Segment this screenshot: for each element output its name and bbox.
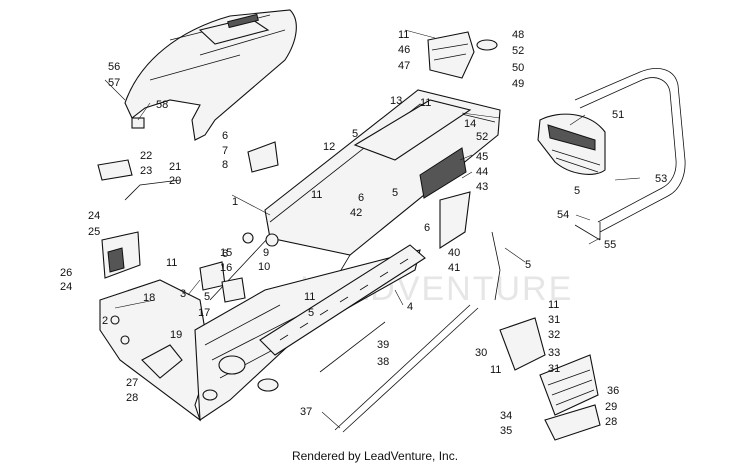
callout-6c: 6 (424, 222, 430, 234)
callout-5e: 5 (525, 259, 531, 271)
callout-labels: 1 2 3 4 5 6 7 8 9 10 11 12 13 14 15 16 1… (60, 29, 667, 437)
callout-31b: 31 (548, 363, 560, 375)
callout-31a: 31 (548, 314, 560, 326)
callout-43: 43 (476, 181, 488, 193)
callout-5a: 5 (204, 291, 210, 303)
callout-11g: 11 (490, 364, 501, 376)
callout-40: 40 (448, 247, 460, 259)
callout-16: 16 (220, 262, 232, 274)
callout-1: 1 (232, 196, 238, 208)
callout-36: 36 (607, 385, 619, 397)
callout-51: 51 (612, 109, 624, 121)
callout-27: 27 (126, 377, 138, 389)
callout-11e: 11 (398, 29, 409, 41)
callout-48: 48 (512, 29, 524, 41)
callout-4: 4 (407, 301, 413, 313)
callout-5b: 5 (352, 128, 358, 140)
callout-39: 39 (377, 339, 389, 351)
callout-47: 47 (398, 60, 410, 72)
snow-flap (427, 31, 498, 79)
callout-53: 53 (655, 173, 667, 185)
callout-30: 30 (475, 347, 487, 359)
callout-23: 23 (140, 165, 152, 177)
callout-18: 18 (143, 292, 155, 304)
callout-5c: 5 (392, 187, 398, 199)
callout-37: 37 (300, 406, 312, 418)
callout-42: 42 (350, 207, 362, 219)
callout-50: 50 (512, 62, 524, 74)
callout-55: 55 (604, 239, 616, 251)
callout-58: 58 (156, 99, 168, 111)
heat-guard (439, 191, 501, 301)
front-brackets (97, 141, 279, 379)
callout-57: 57 (108, 77, 120, 89)
callout-52a: 52 (512, 45, 524, 57)
caption: Rendered by LeadVenture, Inc. (291, 449, 459, 463)
callout-6a: 6 (222, 248, 228, 260)
callout-9: 9 (263, 247, 269, 259)
callout-52b: 52 (476, 131, 488, 143)
callout-17: 17 (198, 307, 210, 319)
callout-28b: 28 (605, 416, 617, 428)
callout-26: 26 (60, 267, 72, 279)
callout-11a: 11 (166, 257, 177, 269)
callout-24a: 24 (88, 210, 100, 222)
callout-44: 44 (476, 166, 488, 178)
tail-light (537, 113, 606, 175)
callout-45: 45 (476, 151, 488, 163)
callout-5f: 5 (574, 185, 580, 197)
seat-assembly (124, 9, 297, 141)
callout-21: 21 (169, 161, 181, 173)
slide-rail (259, 244, 426, 356)
callout-33: 33 (548, 347, 560, 359)
callout-25: 25 (88, 226, 100, 238)
callout-32: 32 (548, 329, 560, 341)
callout-46: 46 (398, 44, 410, 56)
callout-15: 15 (220, 247, 232, 259)
callout-11b: 11 (311, 189, 322, 201)
leader-lines (104, 29, 641, 429)
callout-12: 12 (323, 141, 335, 153)
callout-5d: 5 (308, 307, 314, 319)
callout-22: 22 (140, 150, 152, 162)
callout-13: 13 (390, 95, 402, 107)
callout-11d: 11 (420, 97, 431, 109)
callout-3: 3 (180, 288, 186, 300)
callout-6d: 6 (222, 130, 228, 142)
callout-8: 8 (222, 159, 228, 171)
tunnel (209, 89, 501, 331)
callout-41: 41 (448, 262, 460, 274)
callout-14: 14 (464, 118, 476, 130)
callout-7: 7 (222, 145, 228, 157)
callout-28a: 28 (126, 392, 138, 404)
callout-2: 2 (102, 315, 108, 327)
callout-34: 34 (500, 410, 512, 422)
callout-19: 19 (170, 329, 182, 341)
callout-49: 49 (512, 78, 524, 90)
callout-10: 10 (258, 261, 270, 273)
callout-56: 56 (108, 61, 120, 73)
footrest-assembly (499, 317, 601, 441)
rods (319, 304, 479, 433)
callout-11c: 11 (304, 291, 315, 303)
callout-11f: 11 (548, 299, 559, 311)
callout-29: 29 (605, 401, 617, 413)
callout-24b: 24 (60, 281, 72, 293)
callout-20: 20 (169, 175, 181, 187)
callout-38: 38 (377, 356, 389, 368)
rear-bumper (574, 68, 686, 241)
callout-54: 54 (557, 209, 569, 221)
callout-6b: 6 (358, 192, 364, 204)
callout-35: 35 (500, 425, 512, 437)
